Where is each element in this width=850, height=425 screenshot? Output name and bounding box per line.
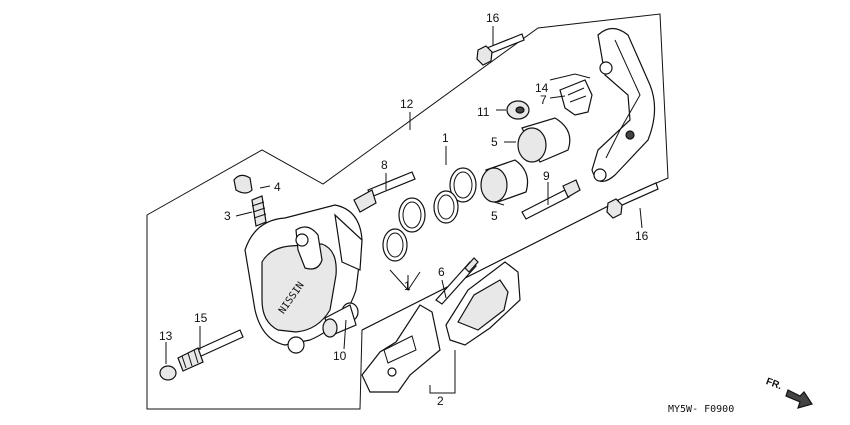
piston-upper	[517, 117, 571, 163]
label-part-5-upper: 5	[491, 135, 498, 149]
caliper-body: NISSIN	[244, 204, 363, 354]
pad-subassembly-frame	[361, 189, 641, 331]
pin-boot	[506, 100, 530, 120]
pad-pin-15	[177, 329, 244, 372]
bracket-bolt-upper	[476, 33, 525, 66]
label-part-3: 3	[224, 209, 231, 223]
bracket-bolt-lower	[606, 182, 659, 219]
label-part-7: 7	[540, 93, 547, 107]
label-part-6: 6	[438, 265, 445, 279]
label-part-16-bottom: 16	[635, 229, 649, 243]
label-part-13: 13	[159, 329, 173, 343]
bleeder-valve	[251, 195, 267, 227]
spring-13	[159, 365, 177, 381]
label-part-1-upper: 1	[442, 131, 449, 145]
label-part-12: 12	[400, 97, 414, 111]
label-part-4: 4	[274, 180, 281, 194]
assembly-boundary-frame	[146, 13, 669, 410]
leader-lines	[165, 26, 643, 394]
piston-seals	[382, 167, 477, 262]
label-part-5-lower: 5	[491, 209, 498, 223]
pad-retainer	[435, 257, 479, 305]
label-part-15: 15	[194, 311, 208, 325]
bleeder-cap	[233, 174, 253, 194]
label-part-14: 14	[535, 81, 549, 95]
slide-pin-8	[353, 171, 416, 213]
label-part-2: 2	[437, 394, 444, 408]
front-direction-arrow-icon	[785, 389, 813, 409]
label-part-16-top: 16	[486, 11, 500, 25]
label-part-8: 8	[381, 158, 388, 172]
piston-lower	[480, 159, 529, 203]
caliper-bracket	[591, 27, 656, 182]
label-part-11: 11	[477, 105, 490, 119]
pad-spring	[559, 79, 593, 116]
label-part-9: 9	[543, 169, 550, 183]
slide-pin-9	[521, 179, 581, 220]
pin-plug	[322, 302, 359, 338]
figure-code: MY5W- F0900	[668, 404, 734, 415]
brake-pad-inner	[445, 261, 521, 346]
label-part-1-lower: 1	[404, 279, 411, 293]
front-direction-label: FR.	[764, 376, 783, 392]
brake-pad-outer	[361, 304, 441, 393]
label-part-10: 10	[333, 349, 347, 363]
